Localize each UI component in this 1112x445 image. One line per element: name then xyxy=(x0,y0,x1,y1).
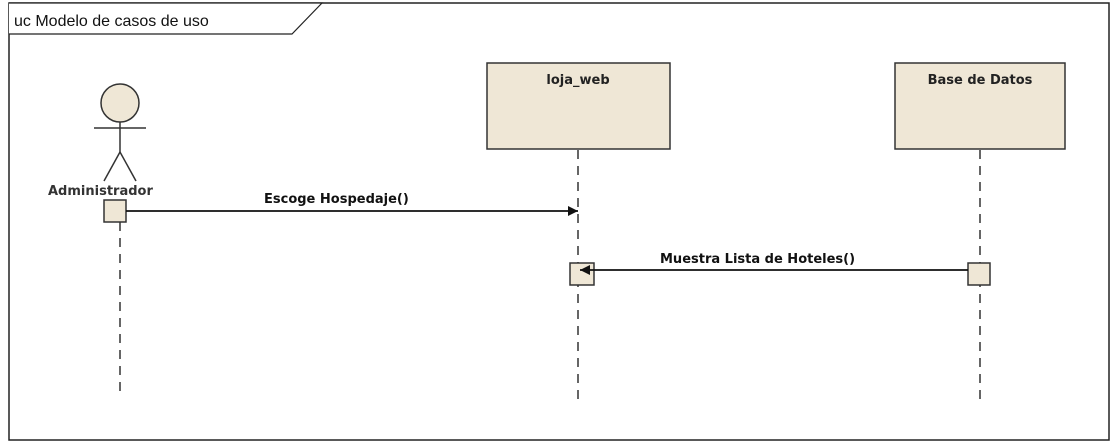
lifeline-label-base-datos: Base de Datos xyxy=(928,73,1033,88)
loja-web-activation-box xyxy=(569,262,595,286)
actor-activation-box xyxy=(103,199,127,223)
message-label-escoge-hospedaje: Escoge Hospedaje() xyxy=(264,192,409,207)
frame-title: uc Modelo de casos de uso xyxy=(14,13,209,30)
actor-label: Administrador xyxy=(48,184,153,199)
lifeline-label-loja-web: loja_web xyxy=(546,73,609,88)
diagram-frame xyxy=(8,2,1110,441)
frame-title-tab xyxy=(9,2,324,35)
lifeline-box-base-datos xyxy=(894,62,1066,150)
lifeline-box-loja-web xyxy=(486,62,671,150)
message-label-muestra-lista-hoteles: Muestra Lista de Hoteles() xyxy=(660,252,855,267)
stick-figure-actor-icon xyxy=(94,83,146,182)
base-datos-activation-box xyxy=(967,262,991,286)
